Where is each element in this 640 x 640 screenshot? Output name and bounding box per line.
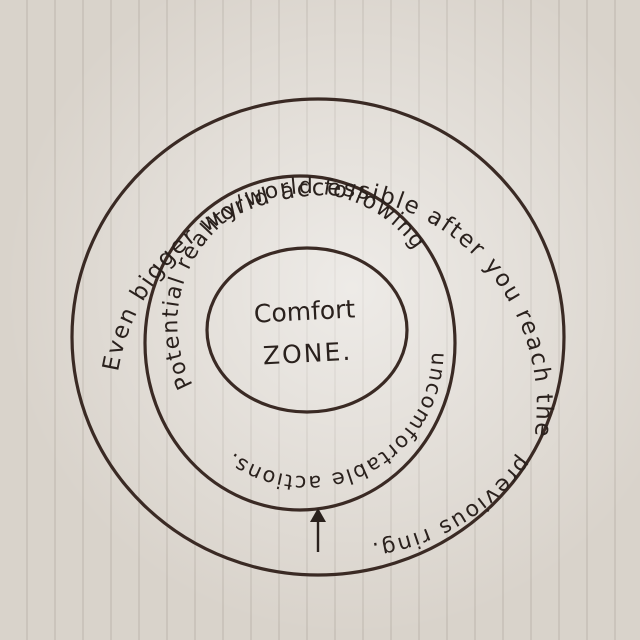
outer-ring-bottom-label: previous ring. — [369, 451, 535, 562]
middle-ring-bottom-label: uncomfortable actions. — [221, 352, 451, 496]
middle-ring — [143, 174, 457, 512]
inner-ring — [205, 246, 409, 414]
center-text-line-1: Comfort — [253, 294, 356, 328]
arrow-up-icon — [310, 508, 326, 552]
outer-ring — [70, 97, 566, 577]
center-text-line-2: ZONE. — [262, 337, 353, 371]
